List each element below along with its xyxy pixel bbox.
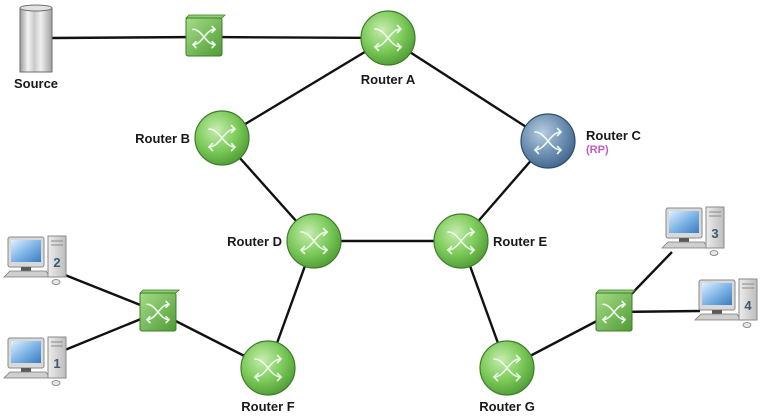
- keyboard-icon: [3, 371, 51, 379]
- rp-badge: (RP): [586, 144, 609, 156]
- server-icon: [19, 7, 53, 73]
- node-pc4[interactable]: 4: [694, 278, 758, 328]
- pc-number: 4: [744, 298, 752, 313]
- tower-icon: [47, 235, 67, 278]
- node-source[interactable]: Source: [14, 4, 58, 91]
- node-pc2[interactable]: 2: [3, 235, 67, 285]
- node-rE[interactable]: Router E: [433, 213, 548, 269]
- switching-arrows-icon: [253, 354, 283, 382]
- monitor-stand: [21, 368, 31, 372]
- node-rF[interactable]: Router F: [240, 340, 296, 414]
- switching-arrows-icon: [373, 24, 403, 52]
- monitor-stand: [21, 267, 31, 271]
- mouse-icon: [709, 250, 719, 256]
- screen: [11, 240, 41, 262]
- switching-arrows-icon: [207, 124, 237, 152]
- keyboard-icon: [3, 270, 51, 278]
- router-label: Router B: [135, 131, 190, 146]
- router-label: Router E: [493, 234, 548, 249]
- node-rB[interactable]: Router B: [135, 110, 250, 166]
- node-rA[interactable]: Router A: [360, 10, 416, 87]
- router-label: Router C: [586, 128, 642, 143]
- screen: [669, 211, 699, 233]
- node-rC[interactable]: Router C(RP): [520, 113, 642, 169]
- tower-icon: [705, 206, 725, 249]
- switching-arrows-icon: [446, 227, 476, 255]
- monitor-stand: [712, 310, 722, 314]
- link-rA-rB: [221, 36, 389, 140]
- switching-arrows-icon: [145, 300, 171, 324]
- node-pc1[interactable]: 1: [3, 336, 67, 386]
- node-rD[interactable]: Router D: [227, 213, 342, 269]
- keyboard-icon: [661, 241, 709, 249]
- link-sw_top-rA: [203, 35, 389, 40]
- switching-arrows-icon: [533, 127, 563, 155]
- mouse-icon: [51, 279, 61, 285]
- node-rG[interactable]: Router G: [479, 340, 535, 414]
- link-source-sw_top: [51, 35, 205, 40]
- source-label: Source: [14, 76, 58, 91]
- link-rA-rC: [387, 36, 549, 143]
- screen: [11, 341, 41, 363]
- mouse-icon: [51, 380, 61, 386]
- switching-arrows-icon: [601, 300, 627, 324]
- screen: [702, 283, 732, 305]
- router-label: Router F: [241, 399, 295, 414]
- node-pc3[interactable]: 3: [661, 206, 725, 256]
- pc-number: 1: [53, 356, 60, 371]
- router-label: Router A: [361, 72, 416, 87]
- tower-icon: [47, 336, 67, 379]
- server-top: [19, 4, 53, 12]
- pc-number: 2: [53, 255, 60, 270]
- pc-number: 3: [711, 226, 718, 241]
- tower-icon: [738, 278, 758, 321]
- monitor-stand: [679, 238, 689, 242]
- node-sw_left[interactable]: [139, 289, 180, 332]
- router-label: Router D: [227, 234, 282, 249]
- switching-arrows-icon: [299, 227, 329, 255]
- switching-arrows-icon: [492, 354, 522, 382]
- router-label: Router G: [479, 399, 535, 414]
- node-sw_right[interactable]: [595, 289, 636, 332]
- keyboard-icon: [694, 313, 742, 321]
- node-sw_top[interactable]: [185, 14, 226, 57]
- mouse-icon: [742, 322, 752, 328]
- switching-arrows-icon: [191, 25, 217, 49]
